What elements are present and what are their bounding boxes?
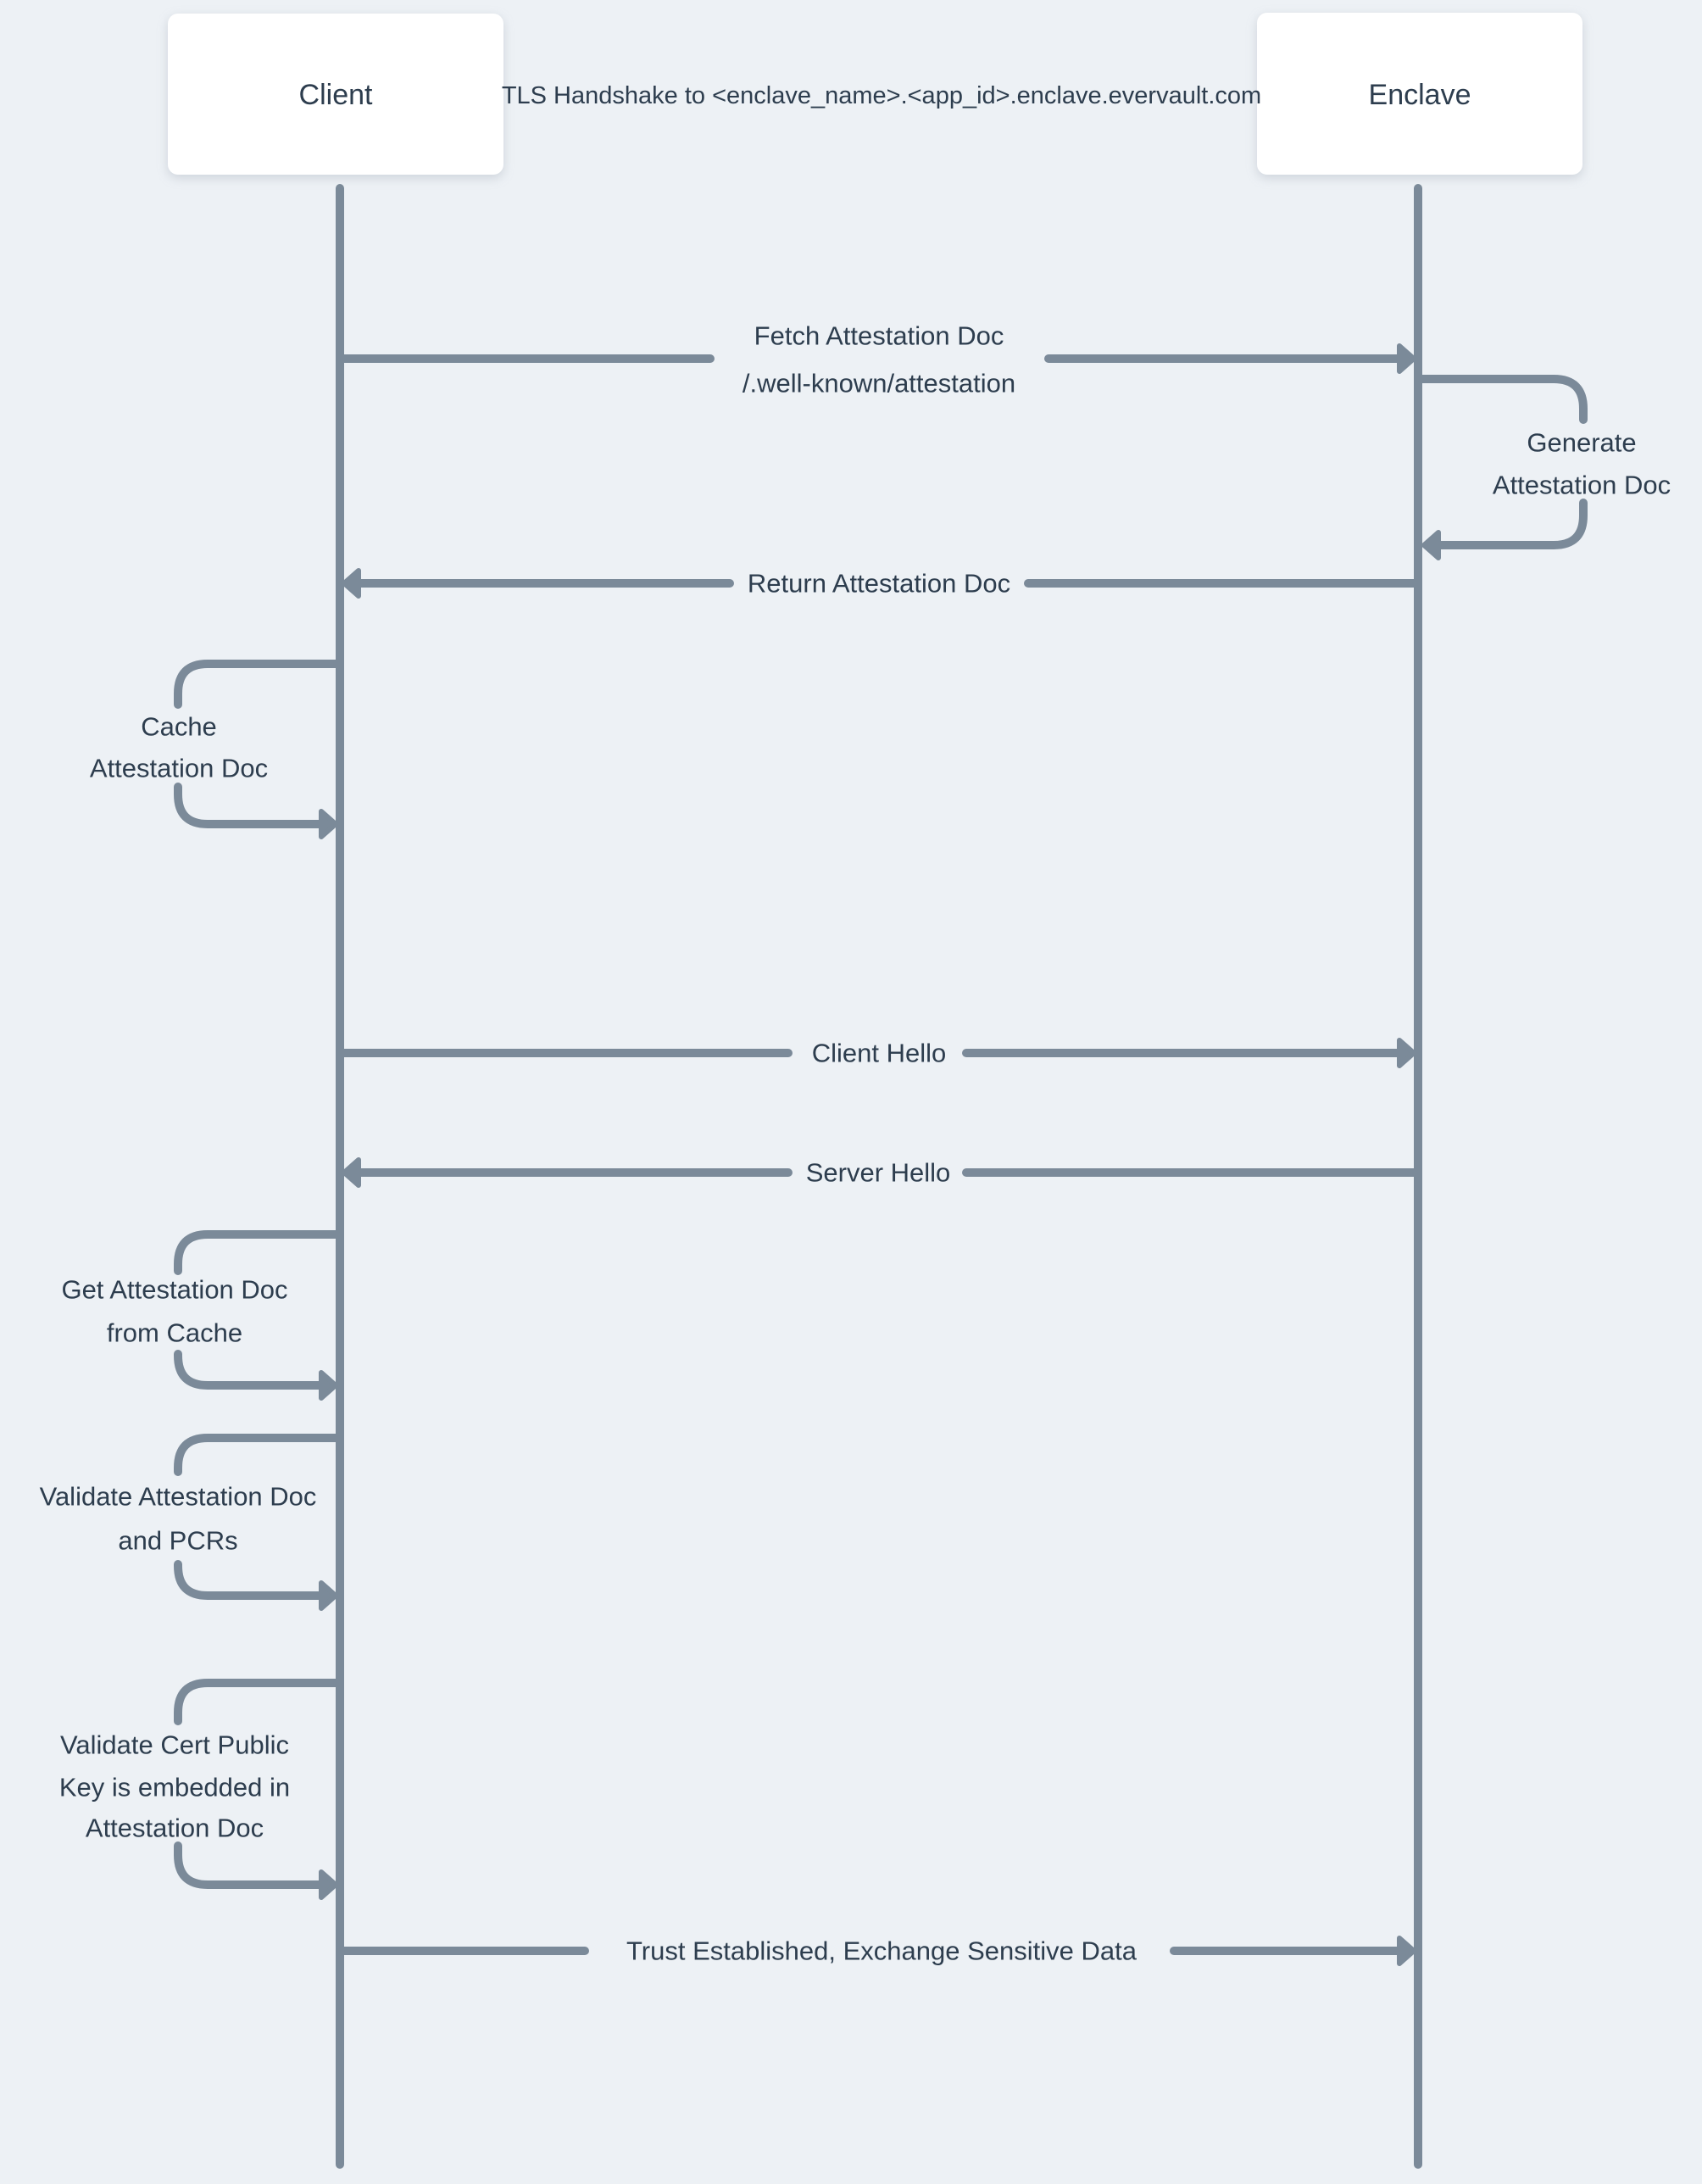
self-loop-get-attestation-doc-from-cache: Get Attestation Doc from Cache (61, 1230, 340, 1401)
self-loop-line (1435, 499, 1588, 549)
actor-box-client (168, 14, 503, 175)
diagram-title: TLS Handshake to <enclave_name>.<app_id>… (502, 82, 1261, 109)
self-loop-cache-attestation-doc: Cache Attestation Doc (90, 660, 340, 839)
actor-box-enclave (1257, 13, 1582, 175)
self-loop-line (174, 1350, 325, 1390)
arrowhead-right-icon (1397, 1038, 1416, 1068)
message-label: Get Attestation Doc (61, 1275, 287, 1305)
self-loop-line (174, 660, 340, 709)
actor-label-enclave: Enclave (1369, 79, 1471, 111)
self-loop-line (174, 1230, 340, 1275)
message-label: Fetch Attestation Doc (754, 321, 1004, 351)
self-loop-line (174, 1434, 340, 1476)
arrowhead-right-icon (1397, 1936, 1416, 1966)
message-label: Attestation Doc (90, 754, 268, 783)
message-label: Client Hello (812, 1039, 947, 1068)
arrowhead-right-icon (319, 1869, 338, 1900)
actor-label-client: Client (299, 79, 373, 111)
self-loop-line (1418, 375, 1588, 424)
message-label: Return Attestation Doc (748, 569, 1010, 599)
arrowhead-left-icon (342, 568, 361, 599)
message-label: from Cache (107, 1318, 242, 1348)
self-loop-line (174, 1841, 325, 1889)
self-loop-line (174, 1560, 325, 1600)
message-label: Key is embedded in (59, 1773, 290, 1802)
self-loop-generate-attestation-doc: Generate Attestation Doc (1418, 375, 1671, 560)
arrowhead-right-icon (1397, 343, 1416, 374)
self-loop-line (174, 1679, 340, 1725)
message-label: Trust Established, Exchange Sensitive Da… (626, 1936, 1137, 1966)
message-fetch-attestation-doc: Fetch Attestation Doc /.well-known/attes… (340, 321, 1416, 398)
message-server-hello: Server Hello (342, 1157, 1418, 1188)
message-label: Attestation Doc (86, 1814, 264, 1843)
arrowhead-left-icon (342, 1157, 361, 1188)
message-label: Cache (141, 712, 217, 742)
message-return-attestation-doc: Return Attestation Doc (342, 568, 1418, 599)
message-label: Generate (1527, 428, 1636, 458)
arrowhead-left-icon (1421, 530, 1441, 560)
message-label: Server Hello (806, 1158, 951, 1188)
self-loop-validate-attestation-doc-and-pcrs: Validate Attestation Doc and PCRs (40, 1434, 340, 1611)
message-label: and PCRs (118, 1526, 237, 1556)
arrowhead-right-icon (319, 809, 338, 839)
arrowhead-right-icon (319, 1580, 338, 1611)
arrowhead-right-icon (319, 1370, 338, 1401)
message-trust-established: Trust Established, Exchange Sensitive Da… (340, 1936, 1416, 1966)
self-loop-validate-cert-public-key: Validate Cert Public Key is embedded in … (59, 1679, 340, 1900)
self-loop-line (174, 783, 325, 828)
message-label: Validate Attestation Doc (40, 1482, 317, 1512)
message-client-hello: Client Hello (340, 1038, 1416, 1068)
message-label: Attestation Doc (1493, 471, 1671, 500)
message-label: Validate Cert Public (60, 1730, 289, 1760)
message-label: /.well-known/attestation (743, 369, 1015, 398)
